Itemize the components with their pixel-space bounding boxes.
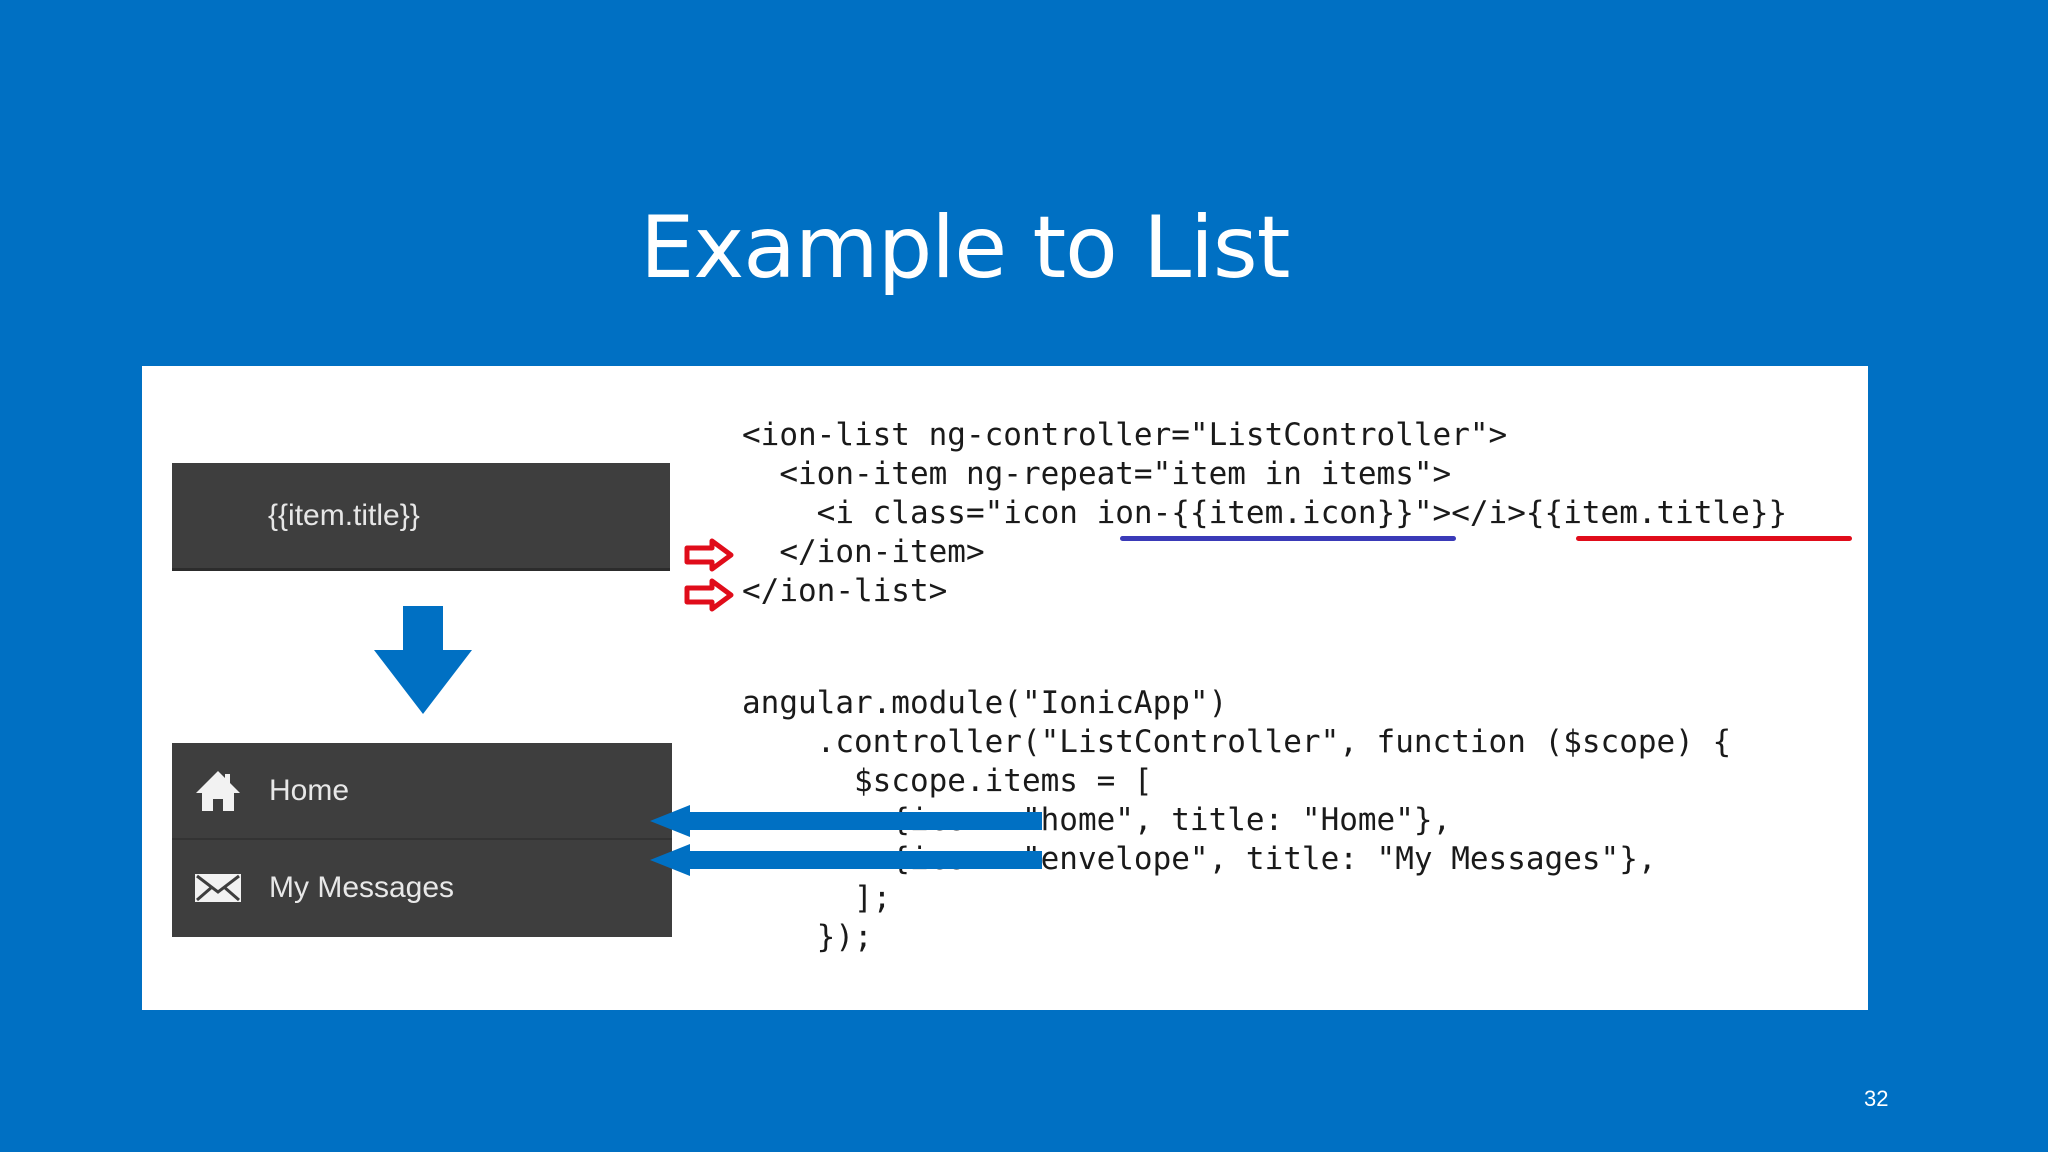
list-item: My Messages xyxy=(172,840,672,937)
code-line: $scope.items = [ xyxy=(742,763,1153,799)
code-line: <ion-list ng-controller="ListController"… xyxy=(742,417,1508,453)
code-line: <ion-item ng-repeat="item in items"> xyxy=(742,456,1452,492)
code-line: ]; xyxy=(742,880,892,916)
slide-title: Example to List xyxy=(640,198,1290,298)
code-line: <i class="icon ion-{{item.icon}}"></i>{{… xyxy=(742,495,1788,531)
red-arrow-icon xyxy=(684,578,734,612)
red-arrow-icon xyxy=(684,538,734,572)
blue-arrow-icon xyxy=(650,844,1042,876)
code-line: }); xyxy=(742,919,873,955)
code-line: </ion-item> xyxy=(742,534,985,570)
example-figure: {{item.title}} Home My Messages <ion-lis… xyxy=(142,366,1868,1010)
code-line: </ion-list> xyxy=(742,573,948,609)
code-line: angular.module("IonicApp") xyxy=(742,685,1228,721)
template-item-label: {{item.title}} xyxy=(268,499,420,532)
html-code-block: <ion-list ng-controller="ListController"… xyxy=(742,416,1787,611)
list-item: Home xyxy=(172,743,672,840)
envelope-icon xyxy=(195,874,241,902)
list-item-label: My Messages xyxy=(269,871,455,904)
code-line: .controller("ListController", function (… xyxy=(742,724,1732,760)
page-number: 32 xyxy=(1864,1086,1889,1111)
list-item-label: Home xyxy=(269,774,350,807)
code-line: {icon: "envelope", title: "My Messages"}… xyxy=(742,841,1657,877)
template-item-bar: {{item.title}} xyxy=(172,463,670,571)
home-icon xyxy=(196,771,240,811)
icon-underline xyxy=(1120,536,1456,541)
js-code-block: angular.module("IonicApp") .controller("… xyxy=(742,684,1731,957)
blue-arrow-icon xyxy=(650,805,1042,837)
rendered-list: Home My Messages xyxy=(172,743,672,937)
down-arrow-icon xyxy=(374,606,472,714)
title-underline xyxy=(1576,536,1852,541)
